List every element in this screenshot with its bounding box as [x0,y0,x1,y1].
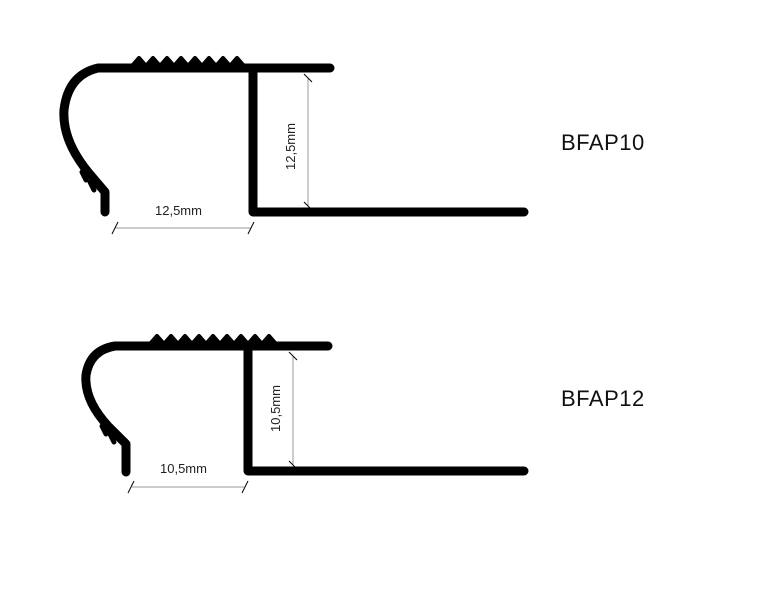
profile-bfap12-dimensions [127,351,298,494]
bfap10-label: BFAP10 [561,130,645,155]
bfap12-width-dimension: 10,5mm [160,461,207,476]
bfap10-width-dimension: 12,5mm [155,203,202,218]
profile-bfap12-shape [81,334,529,477]
bfap12-height-dimension: 10,5mm [268,385,283,432]
bfap10-height-dimension: 12,5mm [283,123,298,170]
bfap12-label: BFAP12 [561,386,645,411]
profile-bfap10-shape [59,56,529,217]
profile-bfap10-dimensions [111,73,313,235]
